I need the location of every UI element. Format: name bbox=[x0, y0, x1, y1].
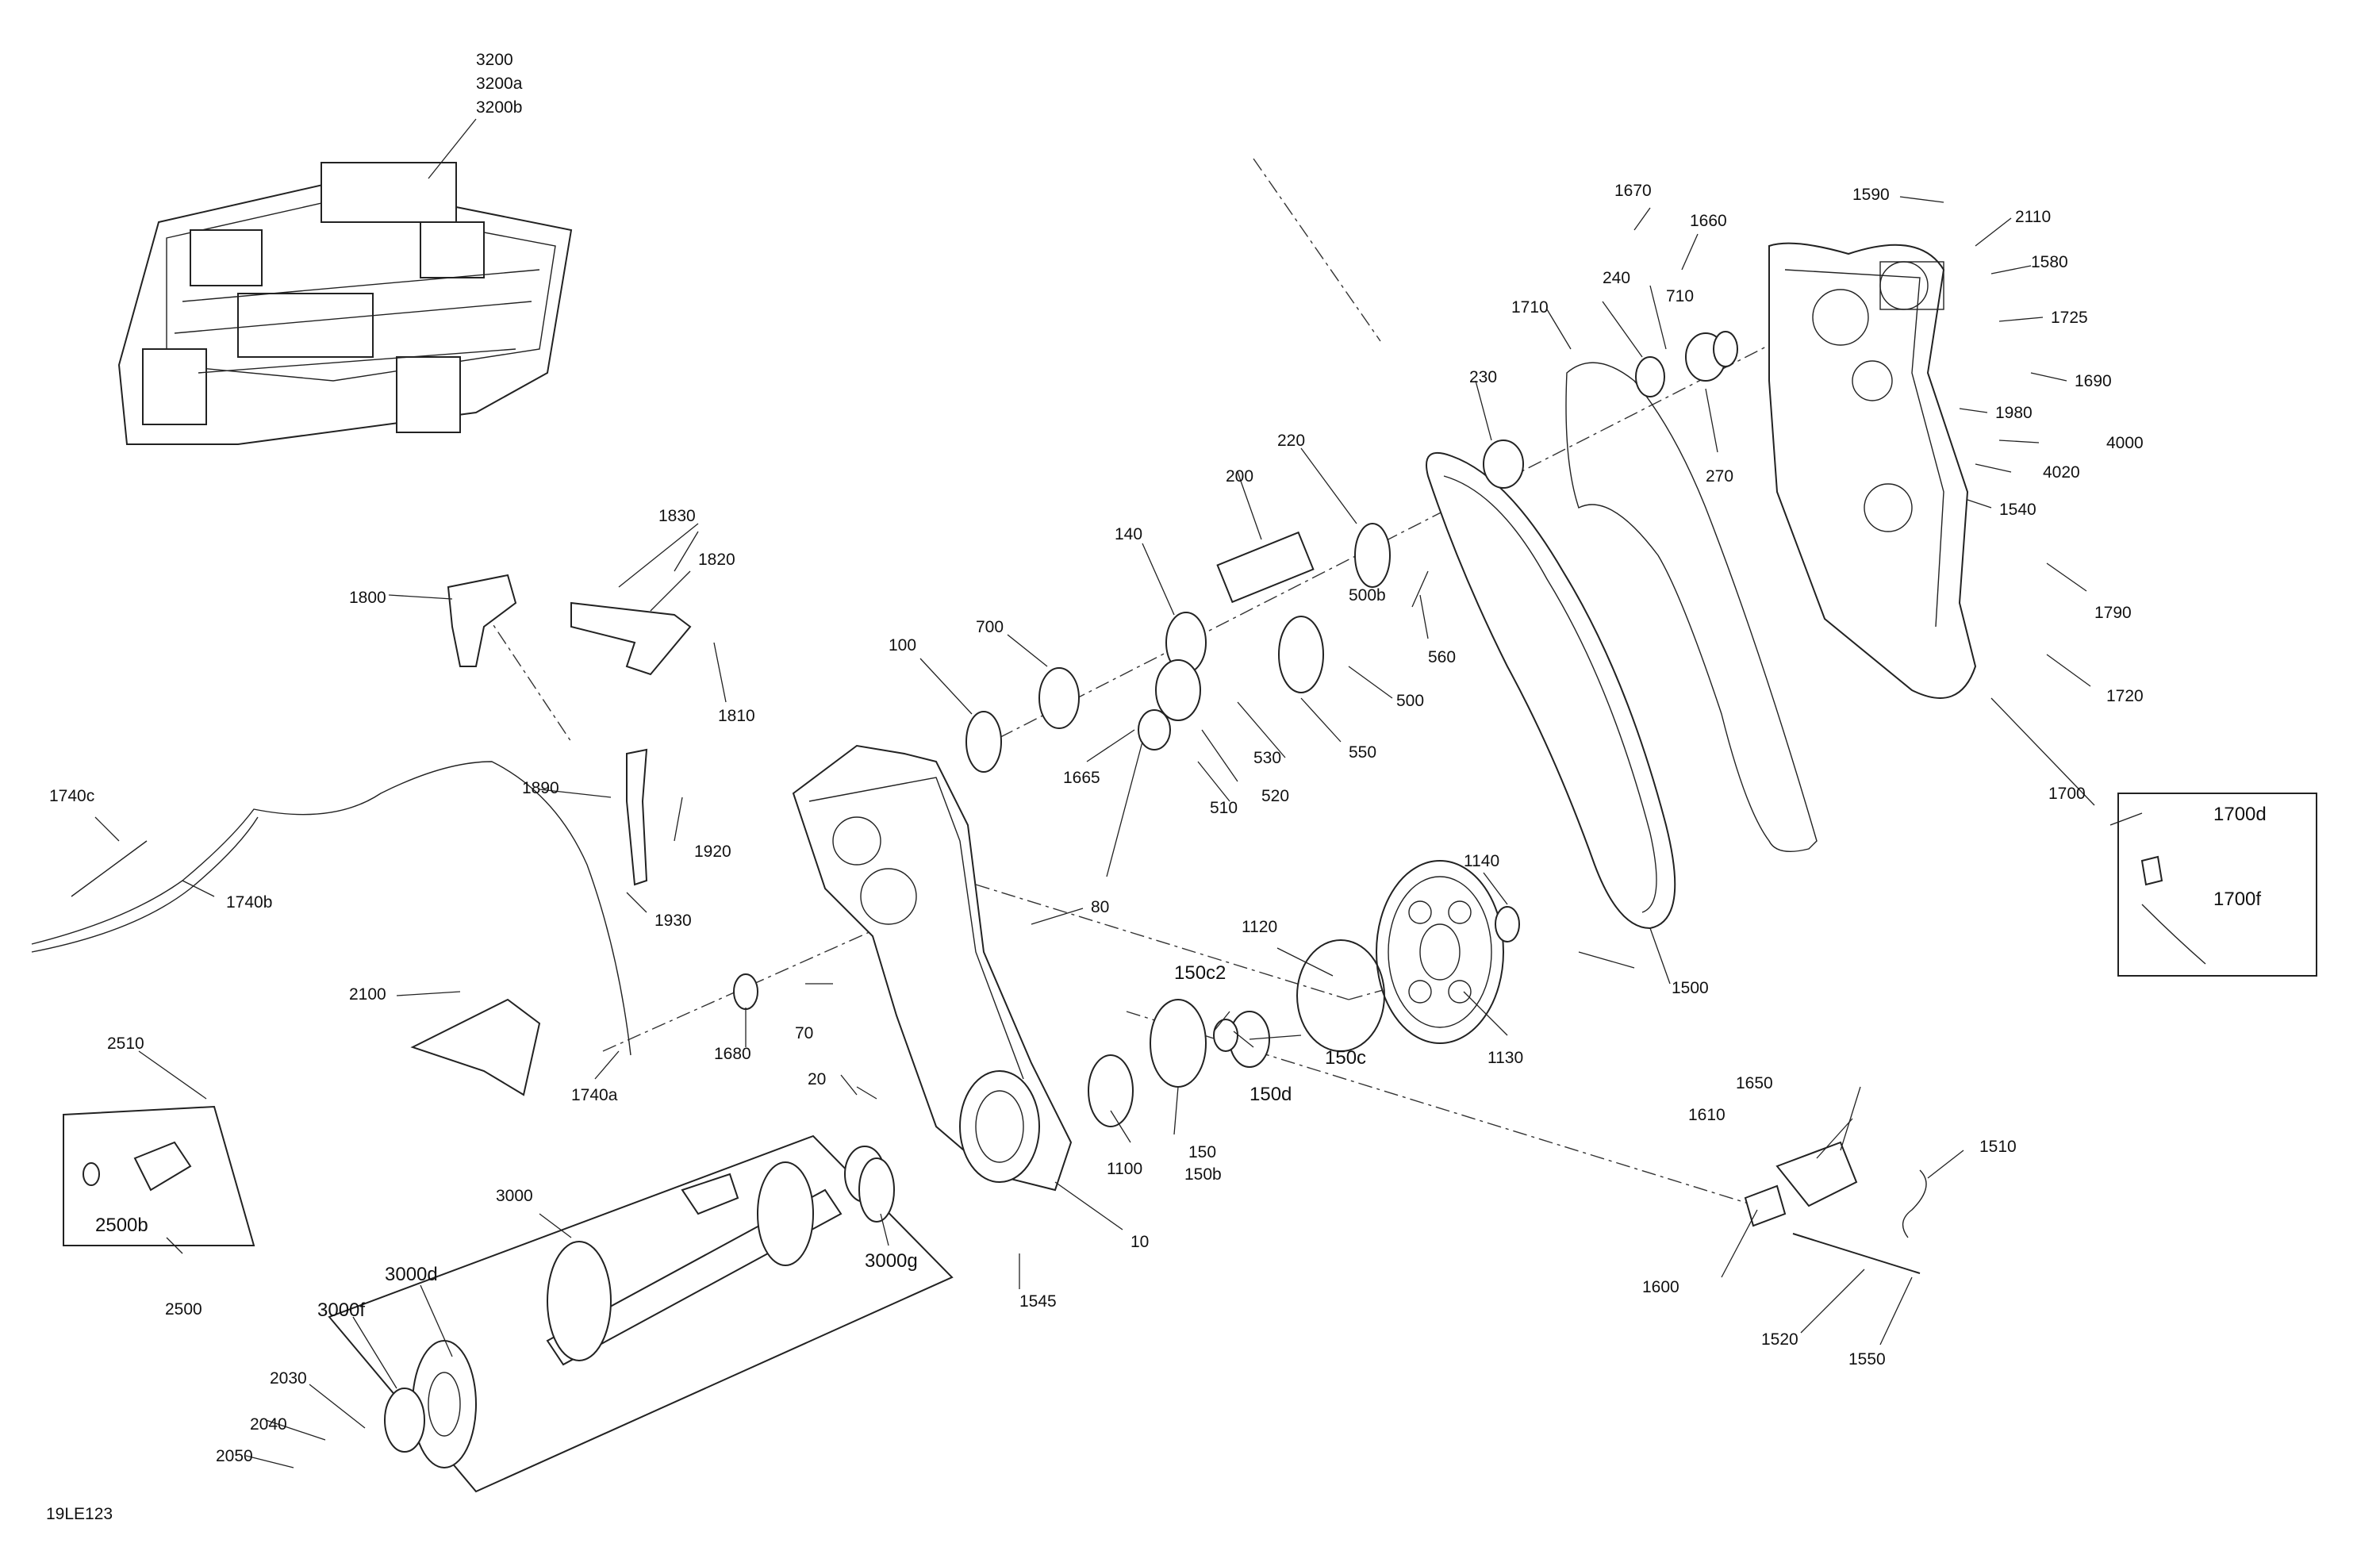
callout-80: 80 bbox=[1091, 898, 1110, 916]
callout-1790: 1790 bbox=[2094, 604, 2132, 622]
callout-500b: 500b bbox=[1349, 586, 1386, 605]
callout-2030: 2030 bbox=[270, 1369, 307, 1388]
callout-200: 200 bbox=[1226, 467, 1254, 486]
cover-housing-1700 bbox=[1768, 242, 1977, 699]
callout-2040: 2040 bbox=[250, 1415, 287, 1434]
callout-150c: 150c bbox=[1325, 1047, 1367, 1069]
callout-1120: 1120 bbox=[1242, 918, 1278, 936]
callout-2500: 2500 bbox=[165, 1300, 202, 1319]
callout-1130: 1130 bbox=[1488, 1049, 1524, 1067]
callout-1680: 1680 bbox=[714, 1045, 751, 1063]
callout-3000: 3000 bbox=[496, 1187, 533, 1205]
callout-3200: 3200 bbox=[476, 51, 513, 69]
callout-3000d: 3000d bbox=[385, 1264, 438, 1285]
callout-1670: 1670 bbox=[1614, 182, 1652, 200]
callout-510: 510 bbox=[1210, 799, 1238, 817]
callout-140: 140 bbox=[1115, 525, 1143, 543]
callout-1600: 1600 bbox=[1642, 1278, 1679, 1296]
callout-4020: 4020 bbox=[2043, 463, 2080, 482]
callout-1520: 1520 bbox=[1761, 1330, 1798, 1349]
small-components bbox=[733, 331, 1738, 1127]
callout-1665: 1665 bbox=[1063, 769, 1100, 787]
callout-1930: 1930 bbox=[654, 912, 692, 930]
callout-1140: 1140 bbox=[1464, 852, 1500, 870]
callout-1100: 1100 bbox=[1107, 1160, 1143, 1178]
callout-150c2: 150c2 bbox=[1174, 962, 1226, 984]
callout-560: 560 bbox=[1428, 648, 1457, 666]
callout-100: 100 bbox=[889, 636, 917, 654]
shift-actuator bbox=[1744, 1141, 1927, 1274]
linkage-group bbox=[410, 574, 739, 1215]
callout-230: 230 bbox=[1469, 368, 1498, 386]
callout-270: 270 bbox=[1706, 467, 1734, 486]
callout-1700: 1700 bbox=[2048, 785, 2086, 803]
callout-1720: 1720 bbox=[2106, 687, 2144, 705]
callout-1690: 1690 bbox=[2075, 372, 2112, 390]
callout-2110: 2110 bbox=[2015, 208, 2052, 226]
callout-1700f: 1700f bbox=[2213, 889, 2262, 910]
callout-10: 10 bbox=[1130, 1233, 1150, 1251]
callout-1590: 1590 bbox=[1852, 186, 1890, 204]
callout-500: 500 bbox=[1396, 692, 1425, 710]
callout-1550: 1550 bbox=[1848, 1350, 1886, 1368]
callout-1540: 1540 bbox=[1999, 501, 2036, 519]
callout-1610: 1610 bbox=[1688, 1106, 1726, 1124]
callout-1920: 1920 bbox=[694, 843, 731, 861]
callout-3000g: 3000g bbox=[865, 1250, 918, 1272]
callout-150d: 150d bbox=[1250, 1084, 1292, 1105]
drive-shaft-3000 bbox=[328, 1134, 954, 1493]
callout-150b: 150b bbox=[1184, 1165, 1222, 1184]
callout-2100: 2100 bbox=[349, 985, 386, 1004]
callout-530: 530 bbox=[1253, 749, 1282, 767]
gear-1130 bbox=[1376, 860, 1504, 1044]
callout-3200b: 3200b bbox=[476, 98, 523, 117]
main-housing-10 bbox=[792, 744, 1073, 1192]
callout-1820: 1820 bbox=[698, 551, 735, 569]
callout-1830: 1830 bbox=[658, 507, 696, 525]
callout-4000: 4000 bbox=[2106, 434, 2144, 452]
inset-2500 bbox=[63, 1105, 255, 1246]
callout-1510: 1510 bbox=[1979, 1138, 2017, 1156]
callout-1740a: 1740a bbox=[571, 1086, 618, 1104]
callout-1800: 1800 bbox=[349, 589, 386, 607]
callout-1500: 1500 bbox=[1672, 979, 1709, 997]
diagram-code: 19LE123 bbox=[46, 1505, 113, 1523]
callout-1545: 1545 bbox=[1019, 1292, 1057, 1311]
callout-1740b: 1740b bbox=[226, 893, 273, 912]
drive-chains bbox=[1426, 362, 1818, 930]
callout-710: 710 bbox=[1666, 287, 1695, 305]
callout-1710: 1710 bbox=[1511, 298, 1549, 317]
callout-1700d: 1700d bbox=[2213, 804, 2267, 825]
callout-3000f: 3000f bbox=[317, 1299, 366, 1321]
callout-150: 150 bbox=[1188, 1143, 1217, 1161]
leader-lines bbox=[94, 118, 2143, 1468]
callout-550: 550 bbox=[1349, 743, 1377, 762]
cable-1740 bbox=[31, 761, 631, 1056]
callout-1725: 1725 bbox=[2051, 309, 2088, 327]
callout-2510: 2510 bbox=[107, 1035, 144, 1053]
callout-1650: 1650 bbox=[1736, 1074, 1773, 1092]
callout-1980: 1980 bbox=[1995, 404, 2033, 422]
callout-1740c: 1740c bbox=[49, 787, 95, 805]
callout-70: 70 bbox=[795, 1024, 814, 1042]
callout-240: 240 bbox=[1603, 269, 1631, 287]
callout-20: 20 bbox=[808, 1070, 827, 1088]
callout-1890: 1890 bbox=[522, 779, 559, 797]
inset-1700 bbox=[2117, 793, 2317, 977]
callout-2050: 2050 bbox=[216, 1447, 253, 1465]
track-pad-3200 bbox=[117, 162, 573, 445]
callout-1580: 1580 bbox=[2031, 253, 2068, 271]
callout-1660: 1660 bbox=[1690, 212, 1727, 230]
callout-3200a: 3200a bbox=[476, 75, 523, 93]
callout-520: 520 bbox=[1261, 787, 1290, 805]
callout-1810: 1810 bbox=[718, 707, 755, 725]
callout-700: 700 bbox=[976, 618, 1004, 636]
callout-2500b: 2500b bbox=[95, 1215, 148, 1236]
callout-220: 220 bbox=[1277, 432, 1306, 450]
